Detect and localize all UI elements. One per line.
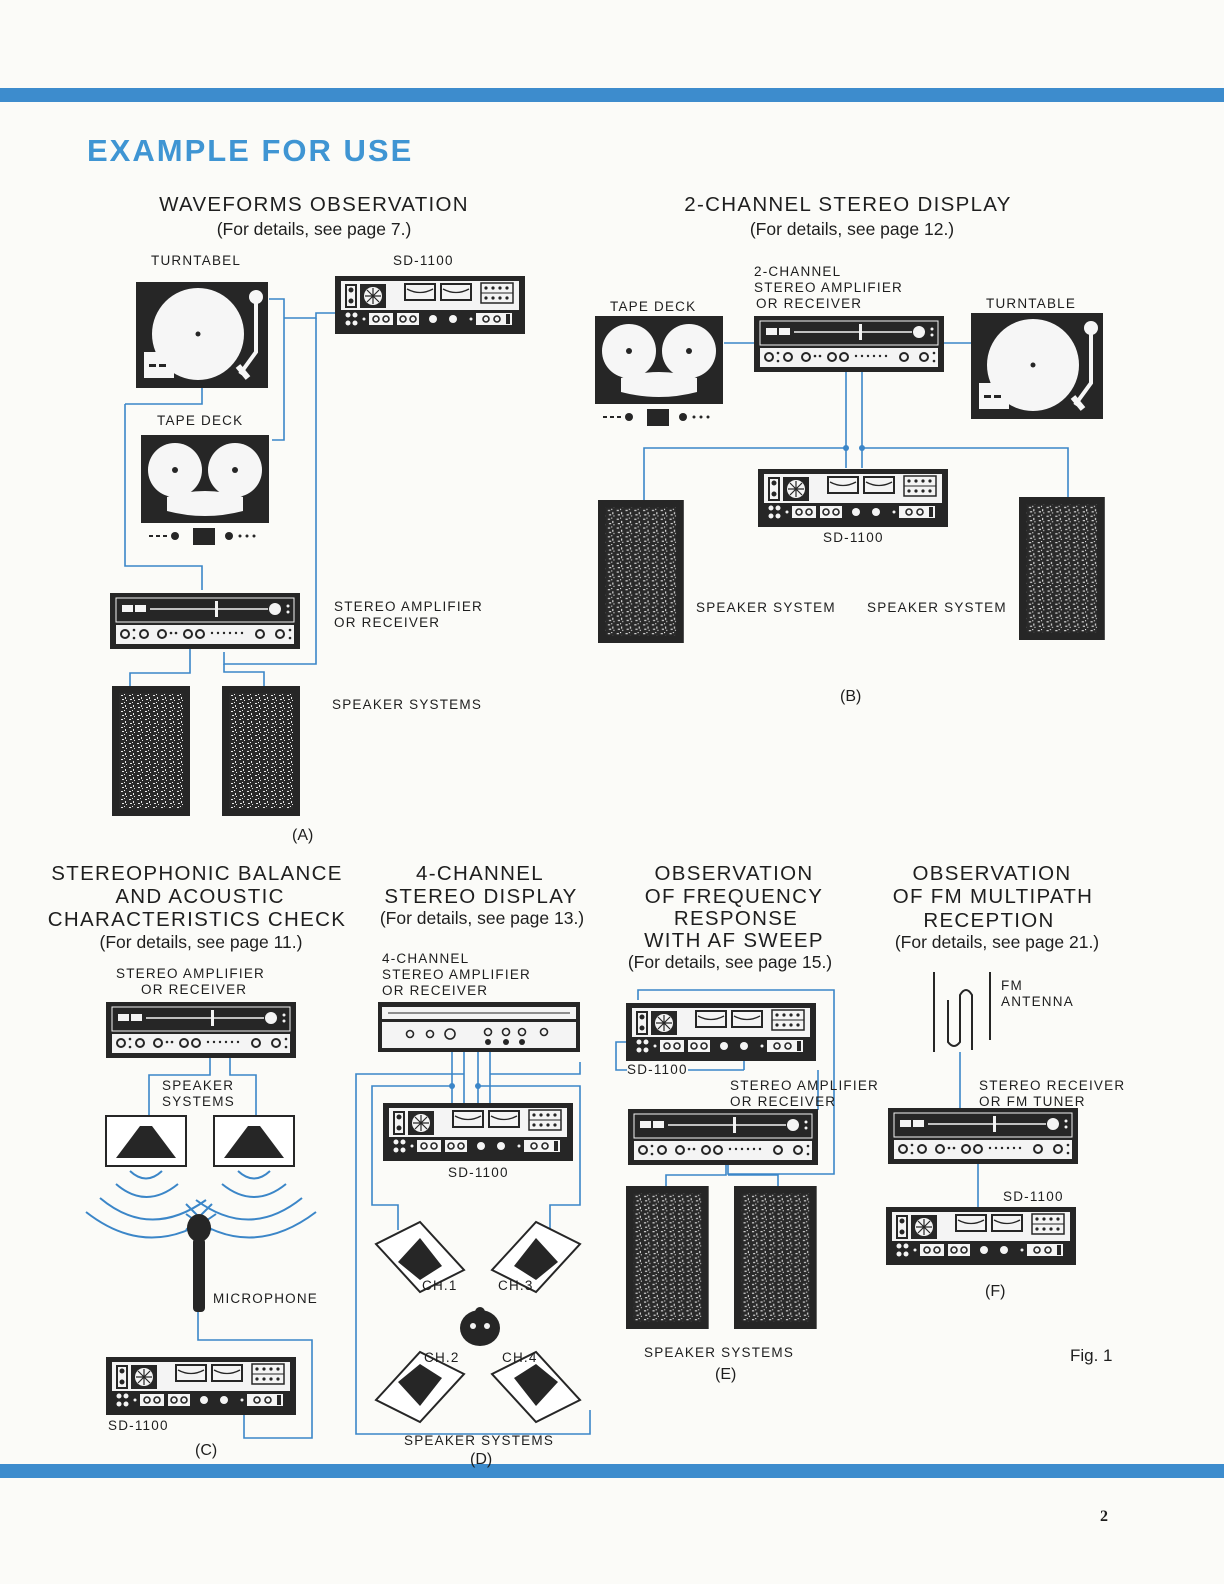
panel-b-tape-deck xyxy=(595,316,723,426)
panel-f-receiver xyxy=(887,1107,1079,1165)
panel-e-amp-label-1: STEREO AMPLIFIER xyxy=(730,1078,879,1093)
panel-d-receiver xyxy=(378,1002,580,1052)
panel-a-speakers-label: SPEAKER SYSTEMS xyxy=(332,697,483,712)
panel-b-turntable xyxy=(971,313,1103,419)
panel-c-speakers-label-1: SPEAKER xyxy=(162,1078,235,1093)
panel-e-sd1100-label: SD-1100 xyxy=(627,1062,688,1078)
panel-c-heading-3: CHARACTERISTICS CHECK xyxy=(47,908,347,931)
panel-a-turntable-label: TURNTABEL xyxy=(151,253,242,268)
panel-b-label: (B) xyxy=(840,688,862,705)
panel-b-amp-label-2: STEREO AMPLIFIER xyxy=(754,280,903,295)
panel-c-receiver xyxy=(105,1001,297,1059)
panel-e-heading-3: RESPONSE xyxy=(673,907,799,930)
panel-b-receiver xyxy=(753,315,945,373)
panel-c-amp-label-2: OR RECEIVER xyxy=(141,982,248,997)
panel-c-speaker-right xyxy=(213,1115,295,1167)
panel-e-heading-2: OF FREQUENCY xyxy=(644,885,824,908)
panel-d-amp-label-3: OR RECEIVER xyxy=(382,983,489,998)
panel-b-speaker-right-label: SPEAKER SYSTEM xyxy=(867,600,1007,615)
panel-e-heading-1: OBSERVATION xyxy=(654,862,814,885)
panel-d-sd1100-label: SD-1100 xyxy=(448,1165,509,1180)
panel-b-details: (For details, see page 12.) xyxy=(749,219,955,239)
panel-b-speaker-right xyxy=(1019,497,1105,640)
panel-f-receiver-label-2: OR FM TUNER xyxy=(979,1094,1086,1109)
panel-d-label: (D) xyxy=(470,1451,493,1468)
panel-f-wiring xyxy=(959,1052,979,1210)
panel-c-speaker-left xyxy=(105,1115,187,1167)
panel-d-ch2-label: CH.2 xyxy=(424,1350,460,1365)
figure-label: Fig. 1 xyxy=(1070,1346,1113,1365)
panel-d-ch1-label: CH.1 xyxy=(422,1278,458,1293)
panel-b-sd1100 xyxy=(757,468,949,528)
panel-a-details: (For details, see page 7.) xyxy=(216,219,412,239)
panel-a-tape-deck xyxy=(141,435,269,545)
listener-icon xyxy=(460,1307,500,1346)
panel-f-antenna-label-1: FM xyxy=(1001,978,1023,993)
panel-c-sd1100 xyxy=(105,1356,297,1416)
panel-f-heading-2: OF FM MULTIPATH xyxy=(892,885,1094,908)
panel-a-speaker-right xyxy=(222,686,300,816)
panel-b-turntable-label: TURNTABLE xyxy=(986,296,1077,311)
panel-a-wiring xyxy=(124,298,336,688)
panel-d-heading-2: STEREO DISPLAY xyxy=(384,885,578,908)
panel-d-speakers-label: SPEAKER SYSTEMS xyxy=(404,1433,555,1448)
panel-a-receiver xyxy=(109,592,301,650)
panel-a-sd1100 xyxy=(334,275,526,335)
panel-a-heading: WAVEFORMS OBSERVATION xyxy=(159,193,469,216)
panel-c-label: (C) xyxy=(195,1442,218,1459)
bottom-band xyxy=(0,1464,1224,1478)
panel-c-amp-label-1: STEREO AMPLIFIER xyxy=(116,966,265,981)
panel-f-heading-1: OBSERVATION xyxy=(912,862,1072,885)
panel-b-speaker-left-label: SPEAKER SYSTEM xyxy=(696,600,836,615)
panel-c-speakers-label-2: SYSTEMS xyxy=(162,1094,235,1109)
panel-b-sd1100-label: SD-1100 xyxy=(823,530,884,545)
panel-b-tape-deck-label: TAPE DECK xyxy=(610,299,697,314)
panel-c-heading-1: STEREOPHONIC BALANCE xyxy=(51,862,343,885)
panel-f-sd1100 xyxy=(885,1206,1077,1266)
panel-e-sd1100 xyxy=(625,1002,817,1062)
panel-d-details: (For details, see page 13.) xyxy=(379,908,585,928)
panel-a-tape-deck-label: TAPE DECK xyxy=(157,413,244,428)
panel-b-heading: 2-CHANNEL STEREO DISPLAY xyxy=(684,193,1012,216)
panel-a-sd1100-label: SD-1100 xyxy=(393,253,454,268)
panel-d-ch4-label: CH.4 xyxy=(502,1350,538,1365)
panel-f-label: (F) xyxy=(985,1283,1006,1300)
top-band xyxy=(0,88,1224,102)
panel-d-heading-1: 4-CHANNEL xyxy=(416,862,544,885)
panel-c-heading-2: AND ACOUSTIC xyxy=(115,885,285,908)
panel-a-label: (A) xyxy=(292,827,314,844)
panel-a-amp-label-2: OR RECEIVER xyxy=(334,615,441,630)
panel-c-details: (For details, see page 11.) xyxy=(99,932,303,952)
panel-a-turntable xyxy=(136,282,268,388)
fm-antenna-icon xyxy=(933,972,991,1052)
microphone-icon xyxy=(187,1214,211,1312)
panel-e-heading-4: WITH AF SWEEP xyxy=(644,929,824,952)
panel-b-amp-label-3: OR RECEIVER xyxy=(756,296,863,311)
panel-b-amp-label-1: 2-CHANNEL xyxy=(754,264,842,279)
panel-b-speaker-left-frame xyxy=(598,500,684,643)
panel-c-wiring xyxy=(148,1056,313,1439)
panel-c-sd1100-label: SD-1100 xyxy=(108,1418,169,1433)
panel-e-details: (For details, see page 15.) xyxy=(627,952,833,972)
panel-f-receiver-label-1: STEREO RECEIVER xyxy=(979,1078,1126,1093)
panel-f-heading-3: RECEPTION xyxy=(923,909,1055,932)
panel-d-sd1100 xyxy=(382,1102,574,1162)
panel-e-amp-label-2: OR RECEIVER xyxy=(730,1094,837,1109)
panel-d-wiring xyxy=(355,1052,591,1435)
page-title: EXAMPLE FOR USE xyxy=(87,133,414,168)
panel-e-receiver xyxy=(627,1108,819,1166)
panel-f-details: (For details, see page 21.) xyxy=(894,932,1100,952)
panel-d-amp-label-2: STEREO AMPLIFIER xyxy=(382,967,531,982)
panel-d-ch3-label: CH.3 xyxy=(498,1278,534,1293)
panel-f-sd1100-label: SD-1100 xyxy=(1003,1189,1064,1204)
panel-e-label: (E) xyxy=(715,1366,737,1383)
panel-f-antenna-label-2: ANTENNA xyxy=(1001,994,1074,1009)
panel-e-speakers-label: SPEAKER SYSTEMS xyxy=(644,1345,795,1360)
panel-a-amp-label-1: STEREO AMPLIFIER xyxy=(334,599,483,614)
panel-a-speaker-left xyxy=(112,686,190,816)
panel-c-microphone-label: MICROPHONE xyxy=(213,1291,319,1306)
panel-d-amp-label-1: 4-CHANNEL xyxy=(382,951,470,966)
page-number: 2 xyxy=(1100,1508,1108,1525)
